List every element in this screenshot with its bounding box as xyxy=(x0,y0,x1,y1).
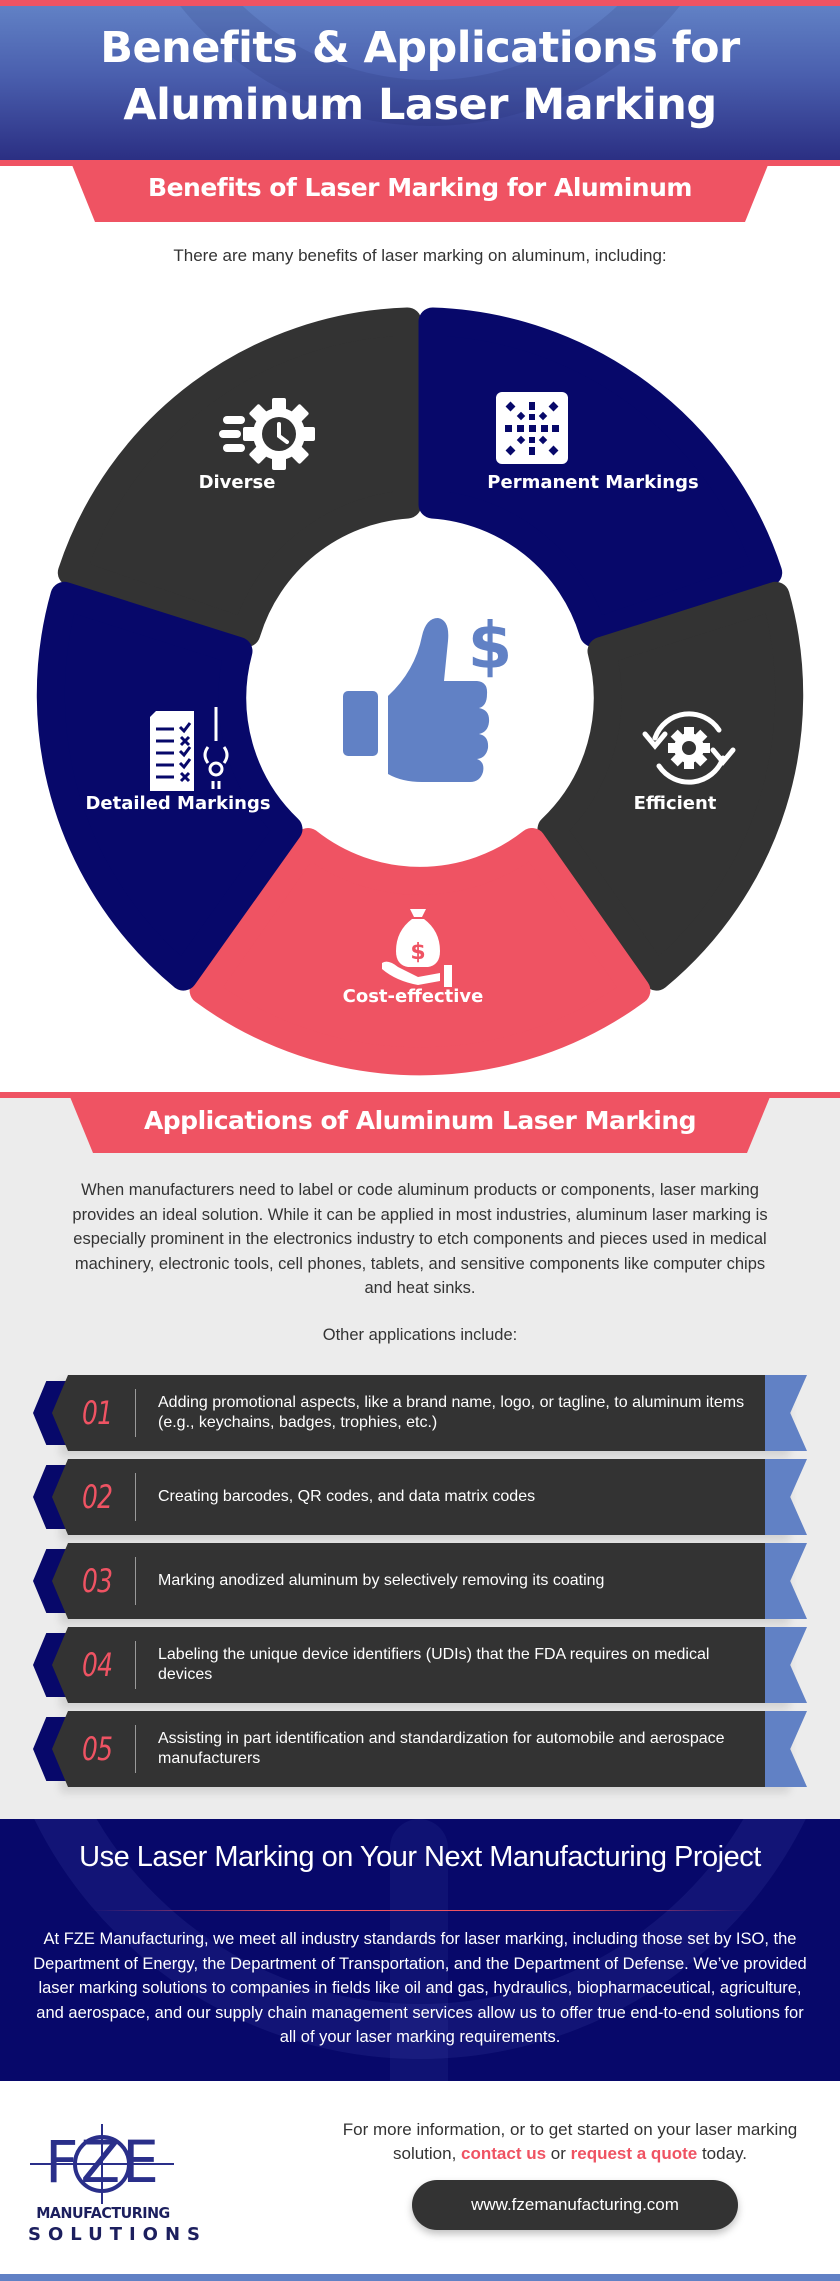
cta-title: Use Laser Marking on Your Next Manufactu… xyxy=(79,1841,761,1873)
logo-mark: FZE xyxy=(45,2128,161,2196)
item-divider xyxy=(135,1725,136,1773)
money-bag-hand-icon: $ xyxy=(382,909,452,987)
benefits-intro: There are many benefits of laser marking… xyxy=(173,246,667,265)
gear-cycle-icon xyxy=(642,711,736,785)
list-item: 05 Assisting in part identification and … xyxy=(20,1711,820,1793)
logo-line-2: SOLUTIONS xyxy=(28,2224,208,2245)
company-logo: FZE MANUFACTURING SOLUTIONS xyxy=(28,2122,200,2252)
segment-label-diverse: Diverse xyxy=(198,472,276,493)
svg-text:$: $ xyxy=(468,610,513,684)
top-accent-strip xyxy=(0,0,840,6)
gear-clock-icon xyxy=(219,398,315,470)
segment-efficient xyxy=(537,581,804,991)
item-number: 02 xyxy=(82,1478,113,1516)
item-divider xyxy=(135,1389,136,1437)
segment-label-detailed: Detailed Markings xyxy=(85,793,271,814)
cta-divider xyxy=(90,1910,750,1911)
item-text: Labeling the unique device identifiers (… xyxy=(158,1646,710,1683)
item-divider xyxy=(135,1557,136,1605)
right-chevron-icon xyxy=(765,1711,807,1787)
thumbs-up-dollar-icon: $ xyxy=(343,610,512,782)
right-chevron-icon xyxy=(765,1375,807,1451)
item-text: Assisting in part identification and sta… xyxy=(158,1730,725,1767)
benefits-wheel: $ xyxy=(30,296,810,1076)
crosshair-icon xyxy=(30,2124,174,2204)
list-item: 02 Creating barcodes, QR codes, and data… xyxy=(20,1459,820,1541)
request-quote-link[interactable]: request a quote xyxy=(570,2144,698,2163)
list-item: 04 Labeling the unique device identifier… xyxy=(20,1627,820,1709)
logo-line-1: MANUFACTURING xyxy=(36,2204,170,2222)
data-matrix-icon xyxy=(496,392,568,464)
applications-banner: Applications of Aluminum Laser Marking xyxy=(68,1092,772,1153)
cta-paragraph: At FZE Manufacturing, we meet all indust… xyxy=(33,1930,807,2046)
footer-contact-text: For more information, or to get started … xyxy=(342,2120,798,2163)
header: Benefits & Applications for Aluminum Las… xyxy=(0,6,840,160)
segment-label-efficient: Efficient xyxy=(633,793,717,814)
benefits-banner: Benefits of Laser Marking for Aluminum xyxy=(70,160,770,222)
checklist-tool-icon xyxy=(150,707,229,791)
title-line-1: Benefits & Applications for xyxy=(100,23,740,73)
segment-label-cost-effective: Cost-effective xyxy=(342,986,484,1007)
decorative-bar xyxy=(390,1819,448,2081)
item-number: 04 xyxy=(82,1646,113,1684)
bottom-accent-strip xyxy=(0,2274,840,2281)
cta-section: Use Laser Marking on Your Next Manufactu… xyxy=(0,1819,840,2081)
item-divider xyxy=(135,1473,136,1521)
item-text: Marking anodized aluminum by selectively… xyxy=(158,1572,605,1589)
segment-label-permanent: Permanent Markings xyxy=(487,472,699,493)
right-chevron-icon xyxy=(765,1459,807,1535)
title-line-2: Aluminum Laser Marking xyxy=(123,80,717,130)
svg-text:$: $ xyxy=(410,940,425,965)
item-number: 03 xyxy=(82,1562,113,1600)
item-number: 01 xyxy=(82,1394,113,1432)
right-chevron-icon xyxy=(765,1543,807,1619)
wheel-segments: $ xyxy=(36,307,804,1076)
segment-diverse xyxy=(57,307,422,647)
applications-paragraph: When manufacturers need to label or code… xyxy=(72,1181,768,1297)
page-title: Benefits & Applications for Aluminum Las… xyxy=(0,20,840,134)
website-url-button[interactable]: www.fzemanufacturing.com xyxy=(412,2180,738,2230)
list-item: 03 Marking anodized aluminum by selectiv… xyxy=(20,1543,820,1625)
list-item: 01 Adding promotional aspects, like a br… xyxy=(20,1375,820,1457)
right-chevron-icon xyxy=(765,1627,807,1703)
item-text: Adding promotional aspects, like a brand… xyxy=(158,1394,745,1431)
item-number: 05 xyxy=(82,1730,113,1768)
applications-subheading: Other applications include: xyxy=(322,1326,518,1344)
contact-us-link[interactable]: contact us xyxy=(461,2144,547,2163)
item-text: Creating barcodes, QR codes, and data ma… xyxy=(158,1488,536,1505)
item-divider xyxy=(135,1641,136,1689)
